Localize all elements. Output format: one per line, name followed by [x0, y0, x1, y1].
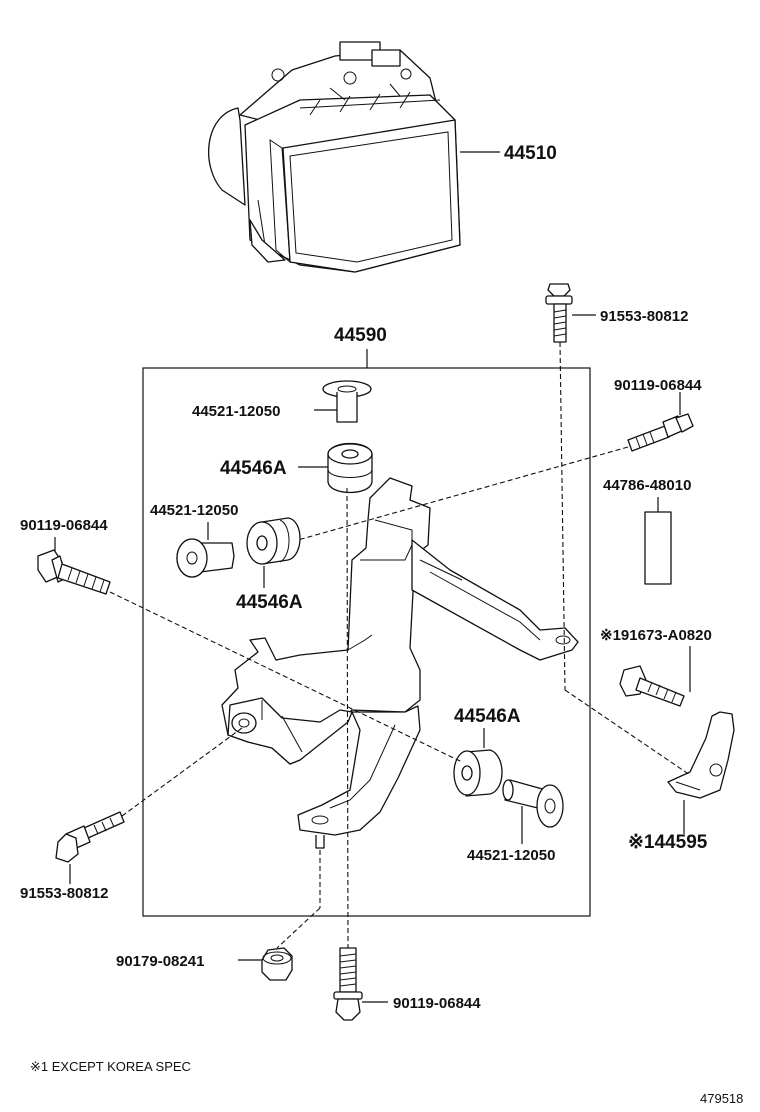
- label-44546A-mid: 44546A: [236, 592, 303, 613]
- label-90119-left: 90119-06844: [20, 517, 108, 534]
- cushion-44546A-mid: [246, 517, 301, 565]
- cushion-44546A-right: [453, 749, 503, 797]
- nut-90179: [261, 947, 293, 981]
- cushion-44546A-top: [327, 442, 373, 494]
- bolt-90119-upper-right: [627, 413, 694, 452]
- label-91553-top: 91553-80812: [600, 308, 688, 325]
- label-90119-upper-right: 90119-06844: [614, 377, 702, 394]
- label-44510: 44510: [504, 143, 557, 164]
- bolt-91673: [619, 665, 685, 707]
- abs-actuator-drawing: [208, 41, 461, 273]
- label-44546A-top: 44546A: [220, 458, 287, 479]
- label-44786: 44786-48010: [603, 477, 691, 494]
- collar-44521-mid: [176, 538, 235, 578]
- bracket-44595: [667, 711, 735, 799]
- figure-id: 479518: [700, 1091, 743, 1106]
- collar-44521-top: [322, 380, 372, 423]
- label-90179: 90179-08241: [116, 953, 204, 970]
- bolt-91553-bottom: [55, 811, 125, 863]
- label-91553-bottom: 91553-80812: [20, 885, 108, 902]
- bracket-drawing: [221, 477, 579, 849]
- label-91673: ※191673-A0820: [600, 627, 712, 644]
- bolt-90119-bottom: [333, 947, 363, 1021]
- collar-44521-bottom: [502, 779, 564, 828]
- label-44595: ※144595: [628, 832, 708, 853]
- bracket-assembly-box: [142, 367, 591, 917]
- bolt-91553-top: [545, 283, 573, 343]
- footnote: ※1 EXCEPT KOREA SPEC: [30, 1059, 191, 1074]
- label-44521-mid: 44521-12050: [150, 502, 238, 519]
- label-44521-bottom: 44521-12050: [467, 847, 555, 864]
- label-44521-top: 44521-12050: [192, 403, 280, 420]
- label-plate-44786: [644, 511, 672, 585]
- assembly-lines: [109, 341, 691, 949]
- label-44590: 44590: [334, 325, 387, 346]
- label-90119-bottom: 90119-06844: [393, 995, 481, 1012]
- bolt-90119-left: [37, 549, 111, 595]
- label-44546A-right: 44546A: [454, 706, 521, 727]
